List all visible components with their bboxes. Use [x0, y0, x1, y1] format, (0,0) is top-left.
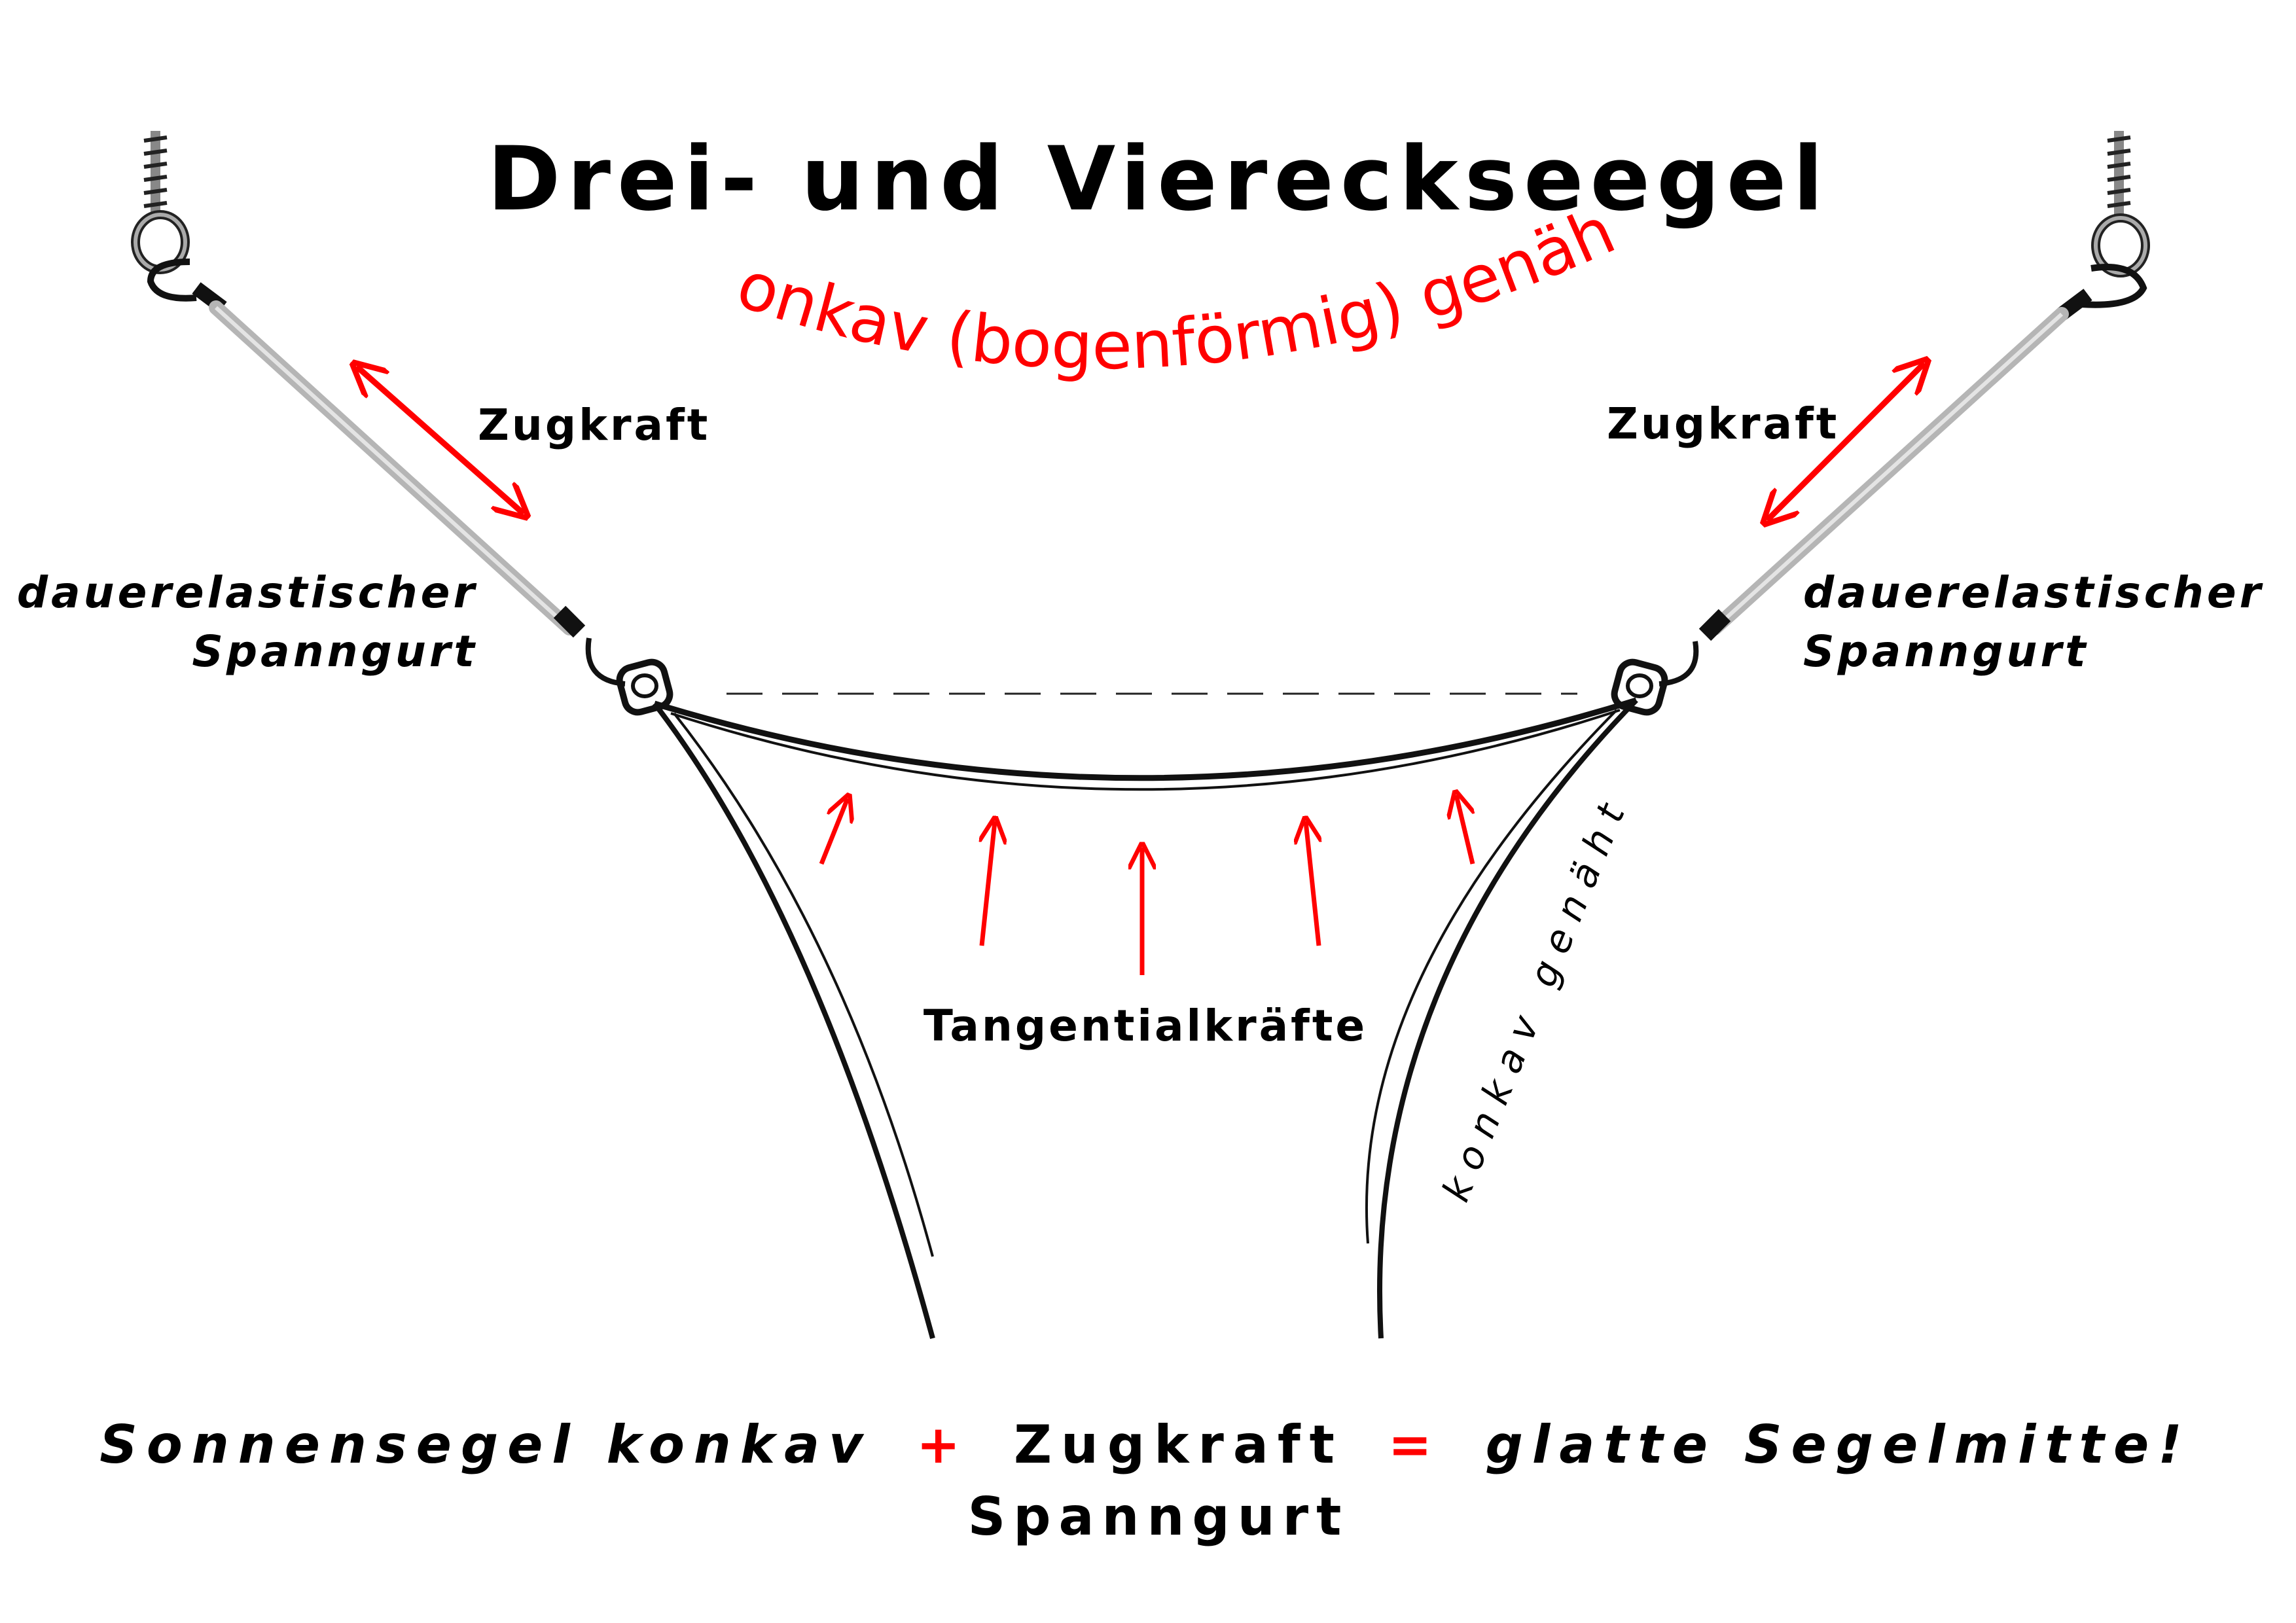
right-strap-label-line2: Spanngurt: [1803, 626, 2089, 677]
formula-part3: glatte Segelmitte!: [1486, 1414, 2191, 1475]
right-tension-arrow: [1767, 363, 1924, 520]
screw-eye-hook-icon: [2091, 131, 2150, 277]
formula-plus: +: [916, 1414, 969, 1475]
formula-part2-sub: Spanngurt: [968, 1486, 1350, 1547]
tangential-arrow: [1456, 795, 1475, 865]
formula: Sonnensegel konkav + Zugkraft = glatte S…: [99, 1414, 2191, 1475]
tangential-arrow: [819, 798, 848, 865]
sail-outline: [652, 697, 1638, 1340]
tangential-arrow: [982, 821, 995, 946]
page-title: Drei- und Viereckseegel: [487, 128, 1829, 230]
formula-part1: Sonnensegel konkav: [99, 1414, 872, 1475]
carabiner-icon: [2057, 264, 2147, 320]
screw-eye-hook-icon: [131, 131, 190, 274]
carabiner-icon: [147, 259, 227, 313]
formula-part2: Zugkraft: [1014, 1414, 1344, 1475]
left-strap-label-line1: dauerelastischer: [17, 567, 478, 618]
tangential-arrows: [819, 795, 1475, 975]
corner-ring-icon: [616, 658, 673, 716]
tangential-label: Tangentialkräfte: [924, 1001, 1367, 1051]
corner-ring-icon: [1611, 658, 1668, 716]
side-label: konkav genäht: [1433, 787, 1638, 1207]
left-force-label: Zugkraft: [478, 400, 710, 450]
tangential-arrow: [1306, 821, 1319, 946]
formula-equals: =: [1388, 1414, 1441, 1475]
left-strap-label-line2: Spanngurt: [192, 626, 478, 677]
left-tension-arrow: [357, 366, 524, 514]
right-strap-label-line1: dauerelastischer: [1803, 567, 2264, 618]
right-force-label: Zugkraft: [1607, 399, 1839, 449]
